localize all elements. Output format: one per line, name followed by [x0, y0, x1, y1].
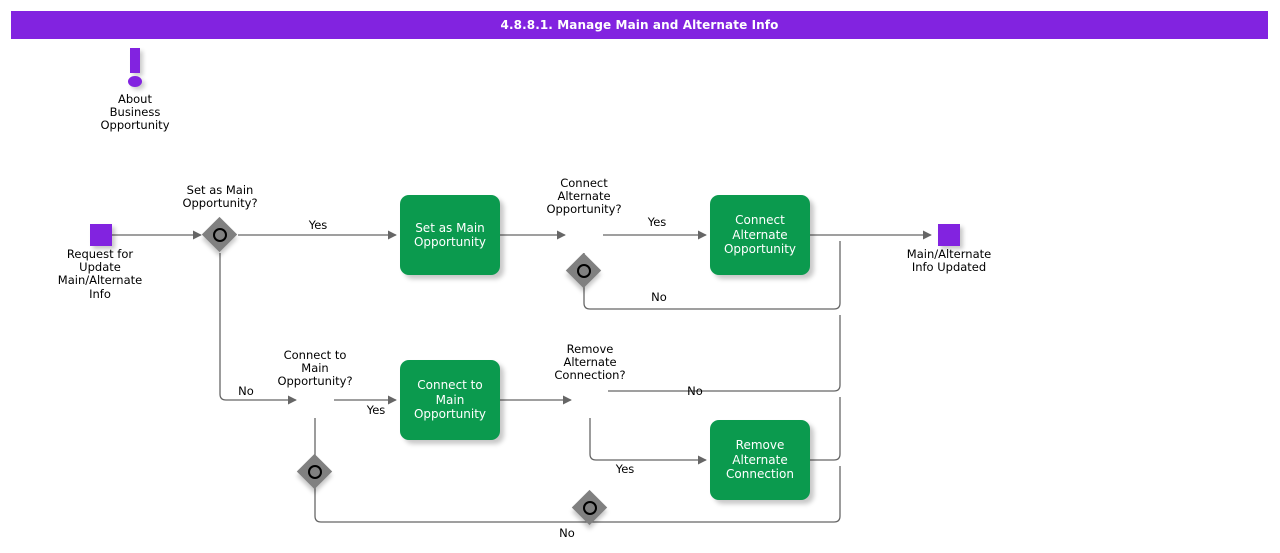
edge-gw-connect-main-no	[314, 418, 841, 523]
edge-gw-set-main-no	[219, 253, 297, 405]
gateway-connect-alternate-opportunity-label: Connect Alternate Opportunity?	[546, 176, 622, 217]
exclamation-dot	[128, 76, 142, 87]
edge-gw-remove-alt-no	[608, 315, 841, 392]
start-event-label: Request for Update Main/Alternate Info	[57, 247, 143, 301]
gateway-ring-icon	[308, 465, 322, 479]
end-event-label: Main/Alternate Info Updated	[906, 247, 992, 275]
edge-label-set-main-no: No	[238, 384, 254, 398]
edge-label-remove-alt-yes: Yes	[615, 462, 635, 476]
page-title: 4.8.8.1. Manage Main and Alternate Info	[11, 11, 1268, 39]
edge-gw-connect-alt-no	[583, 241, 841, 310]
edge-label-remove-alt-no: No	[687, 384, 703, 398]
edge-label-connect-main-yes: Yes	[366, 403, 386, 417]
gateway-connect-to-main-opportunity[interactable]	[296, 453, 333, 490]
edge-label-connect-main-no: No	[559, 526, 575, 540]
gateway-ring-icon	[577, 264, 591, 278]
end-event-main-alternate-info-updated[interactable]	[938, 224, 960, 246]
edge-label-set-main-yes: Yes	[308, 218, 328, 232]
task-connect-alternate-opportunity[interactable]: Connect Alternate Opportunity	[710, 195, 810, 275]
gateway-set-as-main-opportunity[interactable]	[201, 216, 238, 253]
gateway-remove-alternate-connection-label: Remove Alternate Connection?	[554, 342, 626, 383]
gateway-remove-alternate-connection[interactable]	[571, 489, 608, 526]
annotation-label: About Business Opportunity	[100, 92, 170, 133]
task-remove-alternate-connection[interactable]: Remove Alternate Connection	[710, 420, 810, 500]
edge-label-connect-alt-yes: Yes	[647, 215, 667, 229]
gateway-ring-icon	[213, 228, 227, 242]
start-event-request-for-update[interactable]	[90, 224, 112, 246]
gateway-ring-icon	[583, 501, 597, 515]
exclamation-icon	[122, 48, 148, 90]
gateway-connect-to-main-opportunity-label: Connect to Main Opportunity?	[277, 348, 353, 389]
edge-task-remove-alt-to-trunk	[810, 397, 841, 461]
exclamation-stem	[130, 48, 140, 73]
edge-label-connect-alt-no: No	[651, 290, 667, 304]
task-connect-to-main-opportunity[interactable]: Connect to Main Opportunity	[400, 360, 500, 440]
gateway-connect-alternate-opportunity[interactable]	[565, 252, 602, 289]
task-set-as-main-opportunity[interactable]: Set as Main Opportunity	[400, 195, 500, 275]
edge-gw-remove-alt-yes	[589, 418, 707, 465]
gateway-set-as-main-opportunity-label: Set as Main Opportunity?	[182, 183, 258, 211]
